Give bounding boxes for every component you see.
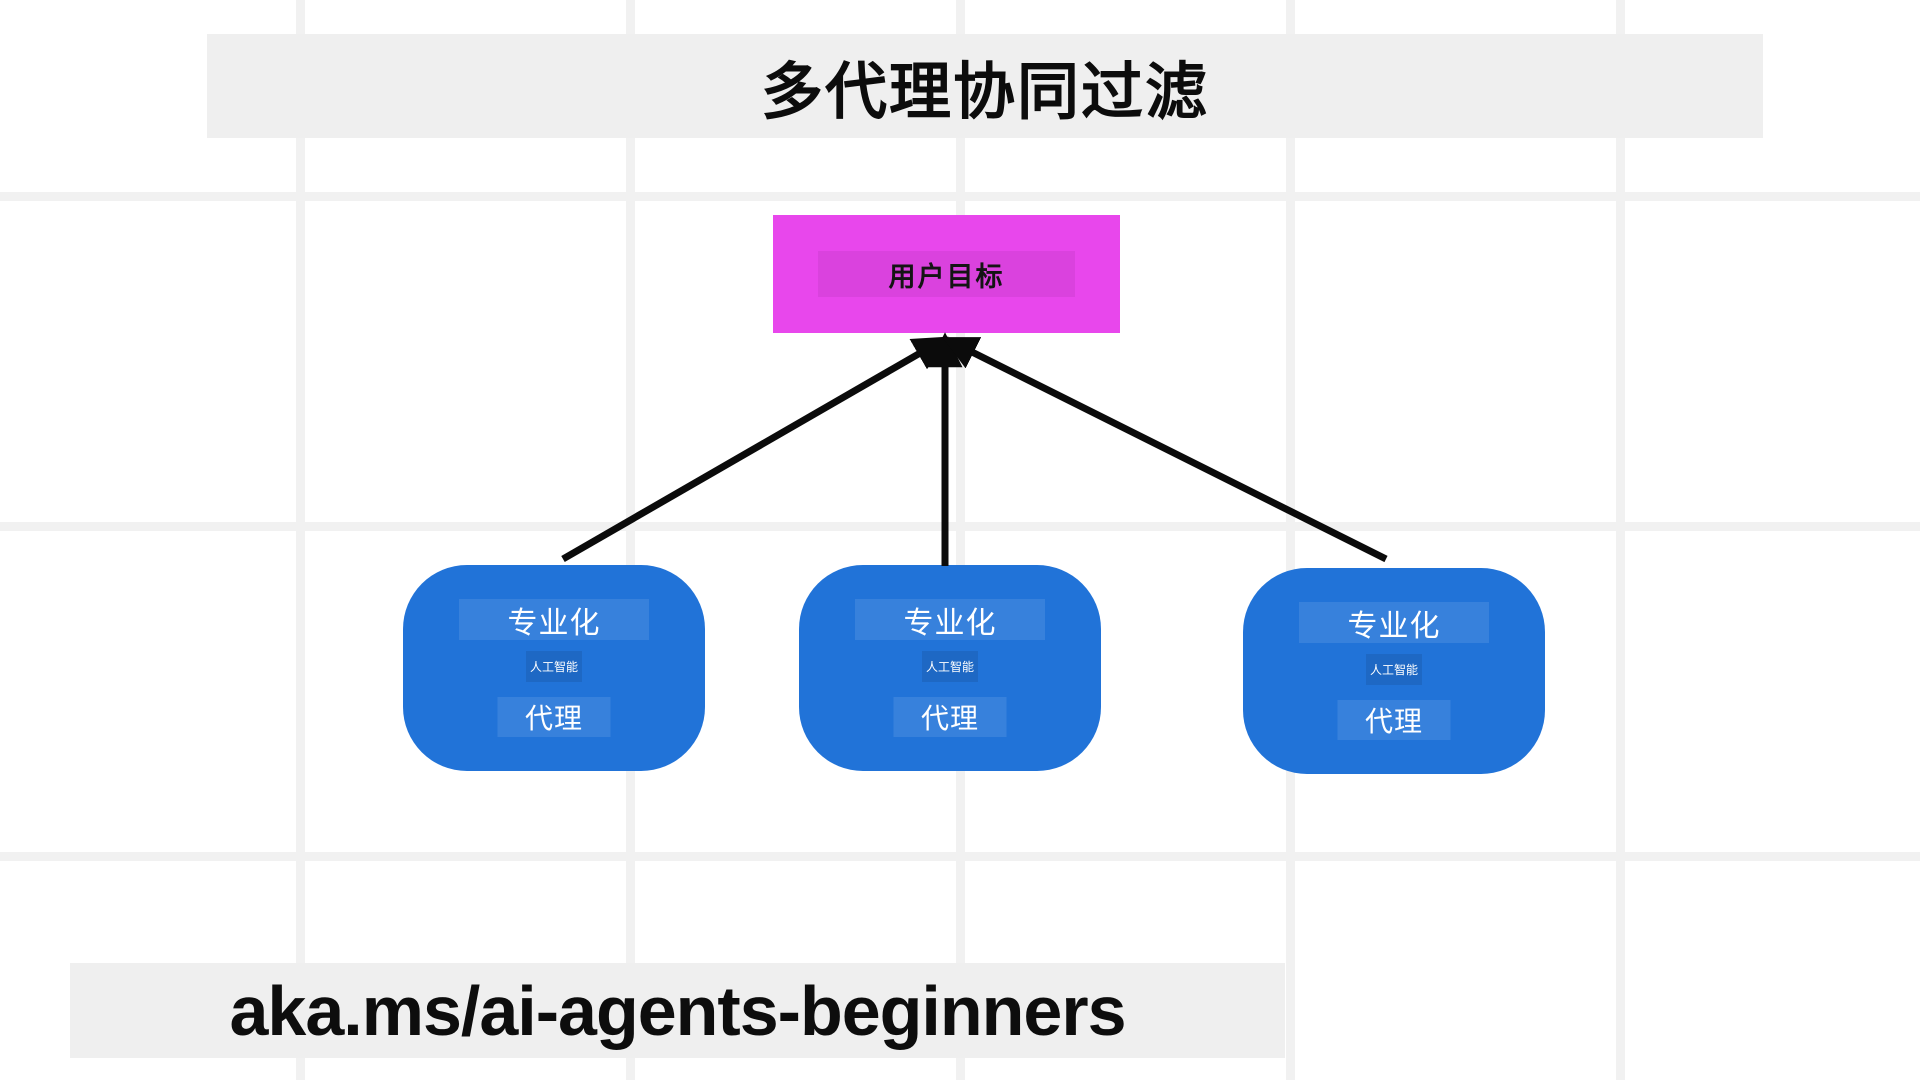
agent1-specialization-label: 专业化 bbox=[507, 606, 601, 640]
arrow-agent3-to-goal bbox=[942, 337, 1388, 563]
agent3-specialization-band: 专业化 bbox=[1299, 602, 1489, 643]
agent2-specialization-band: 专业化 bbox=[855, 599, 1045, 640]
agent3-role-label: 代理 bbox=[1364, 706, 1423, 737]
agent2-role-band: 代理 bbox=[893, 697, 1007, 737]
agent2-subtitle-band: 人工智能 bbox=[922, 651, 978, 682]
agent1-subtitle-label: 人工智能 bbox=[529, 660, 578, 674]
agent2-specialization-label: 专业化 bbox=[903, 606, 997, 640]
agent1-role-label: 代理 bbox=[524, 703, 583, 734]
agent1-specialization-band: 专业化 bbox=[459, 599, 649, 640]
title-banner: 多代理协同过滤 bbox=[207, 34, 1763, 138]
goal-node: 用户目标 bbox=[773, 215, 1120, 333]
agent2-subtitle-label: 人工智能 bbox=[925, 660, 974, 674]
agent-node-2: 专业化 人工智能 代理 bbox=[799, 565, 1101, 771]
diagram-title: 多代理协同过滤 bbox=[760, 58, 1209, 127]
goal-node-label: 用户目标 bbox=[888, 261, 1005, 292]
agent1-subtitle-band: 人工智能 bbox=[526, 651, 582, 682]
agent3-role-band: 代理 bbox=[1337, 700, 1451, 740]
agent-node-3: 专业化 人工智能 代理 bbox=[1243, 568, 1545, 774]
agent3-subtitle-band: 人工智能 bbox=[1366, 654, 1422, 685]
goal-node-label-band: 用户目标 bbox=[818, 251, 1075, 297]
agent1-role-band: 代理 bbox=[497, 697, 611, 737]
arrow-agent1-to-goal bbox=[561, 336, 949, 563]
agent3-specialization-label: 专业化 bbox=[1347, 609, 1441, 643]
agent3-subtitle-label: 人工智能 bbox=[1369, 663, 1418, 677]
footer-link-text: aka.ms/ai-agents-beginners bbox=[229, 971, 1127, 1050]
agent2-role-label: 代理 bbox=[920, 703, 979, 734]
footer-banner: aka.ms/ai-agents-beginners bbox=[70, 963, 1285, 1058]
agent-node-1: 专业化 人工智能 代理 bbox=[403, 565, 705, 771]
